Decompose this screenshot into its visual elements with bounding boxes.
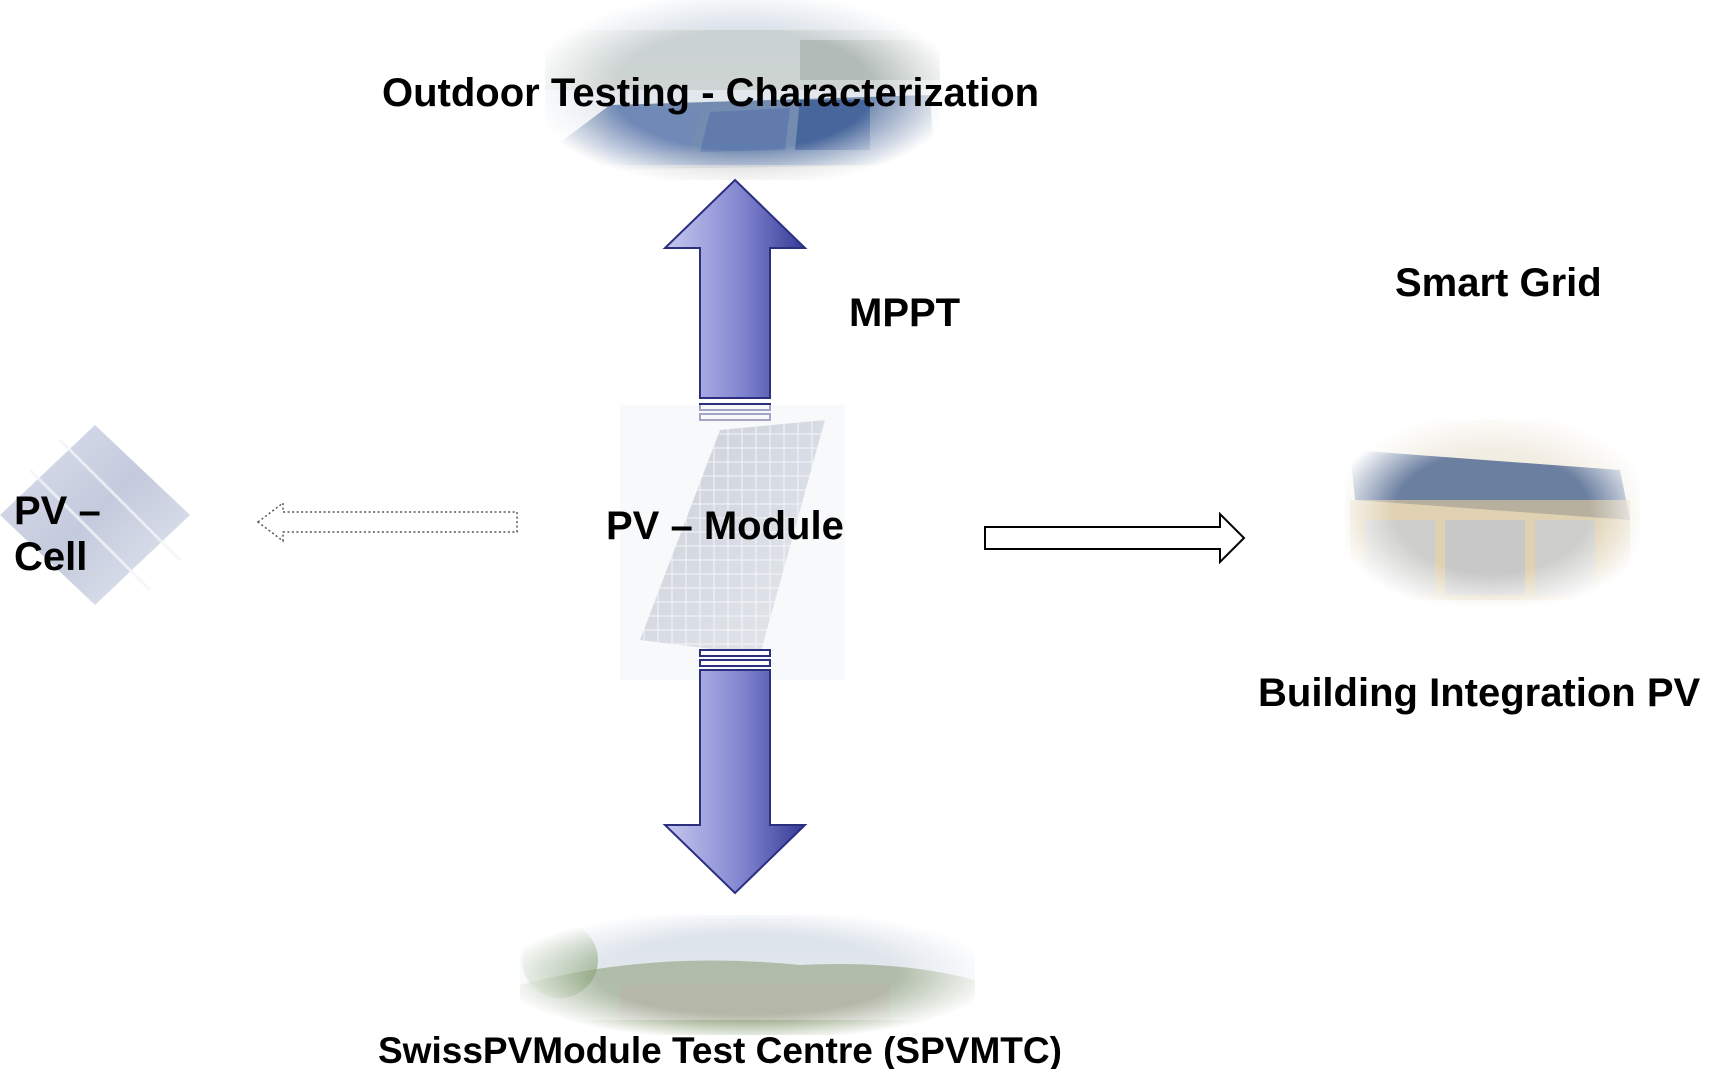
pv-module-photo xyxy=(620,405,845,680)
pv-cell-label-line2: Cell xyxy=(14,535,88,579)
down-arrow xyxy=(662,649,808,895)
pv-cell-photo xyxy=(0,425,190,605)
outdoor-testing-label: Outdoor Testing - Characterization xyxy=(382,71,1040,115)
test-centre-label: SwissPVModule Test Centre (SPVMTC) xyxy=(378,1030,1062,1069)
smart-grid-label: Smart Grid xyxy=(1395,261,1602,305)
left-dotted-arrow xyxy=(256,501,518,543)
pv-cell-label: PV – Cell xyxy=(14,488,101,580)
pv-module-label: PV – Module xyxy=(606,504,844,548)
mppt-label: MPPT xyxy=(849,291,961,335)
outdoor-testing-photo xyxy=(545,0,940,180)
right-outline-arrow xyxy=(984,511,1246,565)
building-integration-photo xyxy=(1345,420,1640,605)
building-integration-label: Building Integration PV xyxy=(1258,671,1701,715)
test-centre-photo xyxy=(520,915,975,1035)
pv-cell-label-line1: PV – xyxy=(14,489,101,533)
up-arrow xyxy=(662,178,808,421)
